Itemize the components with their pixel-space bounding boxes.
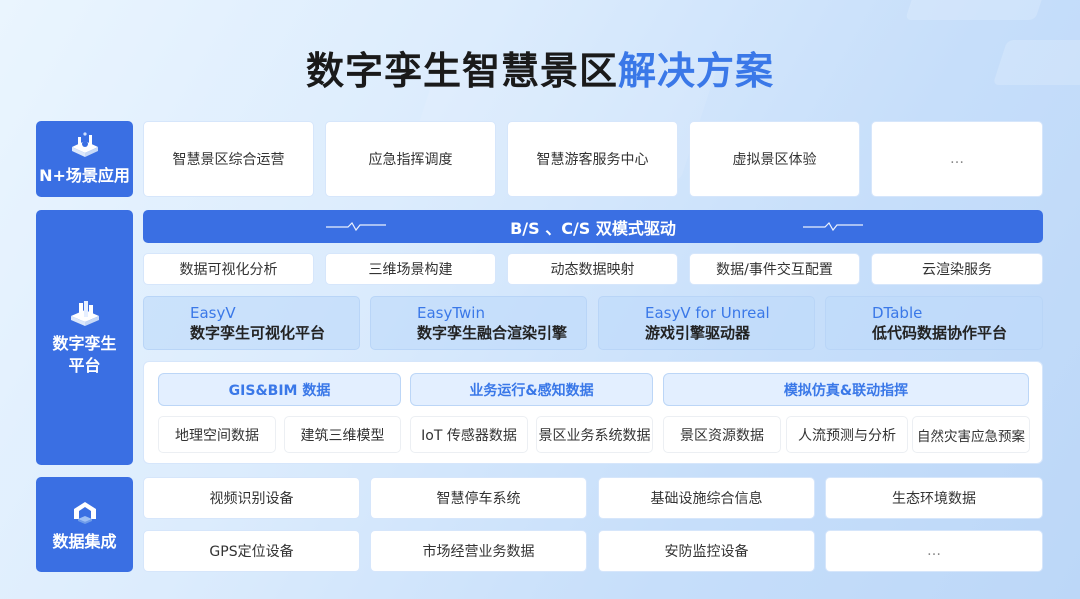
- capability-card[interactable]: 数据/事件交互配置: [689, 253, 860, 285]
- title-main: 数字孪生智慧景区: [305, 49, 618, 93]
- layer-label-integration-text: 数据集成: [52, 531, 117, 551]
- data-categories-panel: GIS&BIM 数据 业务运行&感知数据 模拟仿真&联动指挥 地理空间数据 建筑…: [143, 361, 1043, 464]
- dual-mode-bar: B/S 、C/S 双模式驱动: [143, 210, 1043, 243]
- integration-label: 市场经营业务数据: [422, 544, 535, 560]
- product-desc: 数字孪生融合渲染引擎: [417, 323, 568, 342]
- app-card[interactable]: 智慧景区综合运营: [143, 121, 314, 197]
- layer-label-apps: N+场景应用: [36, 121, 133, 197]
- product-desc: 低代码数据协作平台: [872, 323, 1008, 342]
- integration-label: GPS定位设备: [209, 544, 294, 560]
- data-item[interactable]: 人流预测与分析: [786, 416, 908, 453]
- app-card[interactable]: 虚拟景区体验: [689, 121, 860, 197]
- product-name: EasyV for Unreal: [645, 303, 770, 322]
- data-item-label: 自然灾害应急预案: [917, 428, 1025, 445]
- data-item[interactable]: 景区业务系统数据: [536, 416, 653, 453]
- app-card-label: …: [950, 151, 964, 167]
- capability-card[interactable]: 三维场景构建: [325, 253, 496, 285]
- integration-label: …: [927, 543, 941, 559]
- capability-label: 数据/事件交互配置: [716, 262, 833, 278]
- product-name: EasyTwin: [417, 303, 485, 322]
- title-accent: 解决方案: [618, 49, 775, 93]
- integration-label: 智慧停车系统: [436, 491, 521, 507]
- dual-mode-label: B/S 、C/S 双模式驱动: [510, 218, 676, 238]
- data-item[interactable]: IoT 传感器数据: [410, 416, 528, 453]
- data-item-label: 景区业务系统数据: [538, 427, 651, 444]
- integration-card[interactable]: 生态环境数据: [825, 477, 1043, 519]
- product-card-easyv[interactable]: EasyV 数字孪生可视化平台: [143, 296, 360, 350]
- category-label: GIS&BIM 数据: [228, 382, 331, 399]
- product-name: EasyV: [190, 303, 236, 322]
- product-name: DTable: [872, 303, 923, 322]
- data-item-label: IoT 传感器数据: [421, 427, 517, 444]
- scene-app-icon: [71, 132, 98, 157]
- product-card-easytwin[interactable]: EasyTwin 数字孪生融合渲染引擎: [370, 296, 587, 350]
- product-desc: 游戏引擎驱动器: [645, 323, 751, 342]
- integration-label: 基础设施综合信息: [650, 491, 763, 507]
- pulse-wave-icon: [326, 222, 386, 232]
- integration-card[interactable]: 安防监控设备: [598, 530, 815, 572]
- layer-label-platform: 数字孪生 平台: [36, 210, 133, 465]
- background-decoration: [905, 0, 1045, 20]
- capability-card[interactable]: 动态数据映射: [507, 253, 678, 285]
- category-gis-bim[interactable]: GIS&BIM 数据: [158, 373, 401, 406]
- layer-label-integration: 数据集成: [36, 477, 133, 572]
- capability-label: 数据可视化分析: [179, 262, 278, 278]
- integration-label: 安防监控设备: [664, 544, 749, 560]
- product-card-dtable[interactable]: DTable 低代码数据协作平台: [825, 296, 1043, 350]
- app-card-label: 智慧景区综合运营: [172, 152, 285, 168]
- app-card[interactable]: 智慧游客服务中心: [507, 121, 678, 197]
- integration-card[interactable]: 视频识别设备: [143, 477, 360, 519]
- data-item[interactable]: 景区资源数据: [663, 416, 781, 453]
- capability-card[interactable]: 数据可视化分析: [143, 253, 314, 285]
- app-card-label: 虚拟景区体验: [732, 152, 817, 168]
- data-integration-icon: [73, 501, 96, 524]
- data-item-label: 地理空间数据: [175, 427, 259, 444]
- app-card[interactable]: 应急指挥调度: [325, 121, 496, 197]
- pulse-wave-icon: [803, 222, 863, 232]
- platform-icon: [70, 300, 99, 326]
- category-label: 模拟仿真&联动指挥: [783, 382, 909, 399]
- category-simulation-command[interactable]: 模拟仿真&联动指挥: [663, 373, 1029, 406]
- layer-label-platform-line1: 数字孪生: [52, 333, 117, 353]
- capability-label: 云渲染服务: [922, 262, 992, 278]
- integration-label: 生态环境数据: [892, 491, 976, 507]
- capability-label: 三维场景构建: [368, 262, 453, 278]
- data-item[interactable]: 自然灾害应急预案: [912, 416, 1030, 453]
- category-business-sensing[interactable]: 业务运行&感知数据: [410, 373, 653, 406]
- data-item-label: 景区资源数据: [680, 427, 764, 444]
- integration-card[interactable]: GPS定位设备: [143, 530, 360, 572]
- integration-card[interactable]: 市场经营业务数据: [370, 530, 587, 572]
- data-item[interactable]: 建筑三维模型: [284, 416, 401, 453]
- capability-label: 动态数据映射: [550, 262, 635, 278]
- app-card-label: 智慧游客服务中心: [536, 152, 649, 168]
- integration-label: 视频识别设备: [209, 491, 294, 507]
- data-item[interactable]: 地理空间数据: [158, 416, 276, 453]
- product-card-easyv-unreal[interactable]: EasyV for Unreal 游戏引擎驱动器: [598, 296, 815, 350]
- app-card[interactable]: …: [871, 121, 1043, 197]
- product-desc: 数字孪生可视化平台: [190, 323, 326, 342]
- data-item-label: 建筑三维模型: [300, 427, 385, 444]
- layer-label-apps-text: N+场景应用: [39, 166, 130, 185]
- app-card-label: 应急指挥调度: [368, 152, 453, 168]
- integration-card[interactable]: 智慧停车系统: [370, 477, 587, 519]
- category-label: 业务运行&感知数据: [469, 382, 594, 399]
- integration-card[interactable]: …: [825, 530, 1043, 572]
- layer-label-platform-line2: 平台: [68, 355, 101, 375]
- integration-card[interactable]: 基础设施综合信息: [598, 477, 815, 519]
- data-item-label: 人流预测与分析: [798, 427, 896, 444]
- page-title: 数字孪生智慧景区解决方案: [0, 40, 1080, 95]
- capability-card[interactable]: 云渲染服务: [871, 253, 1043, 285]
